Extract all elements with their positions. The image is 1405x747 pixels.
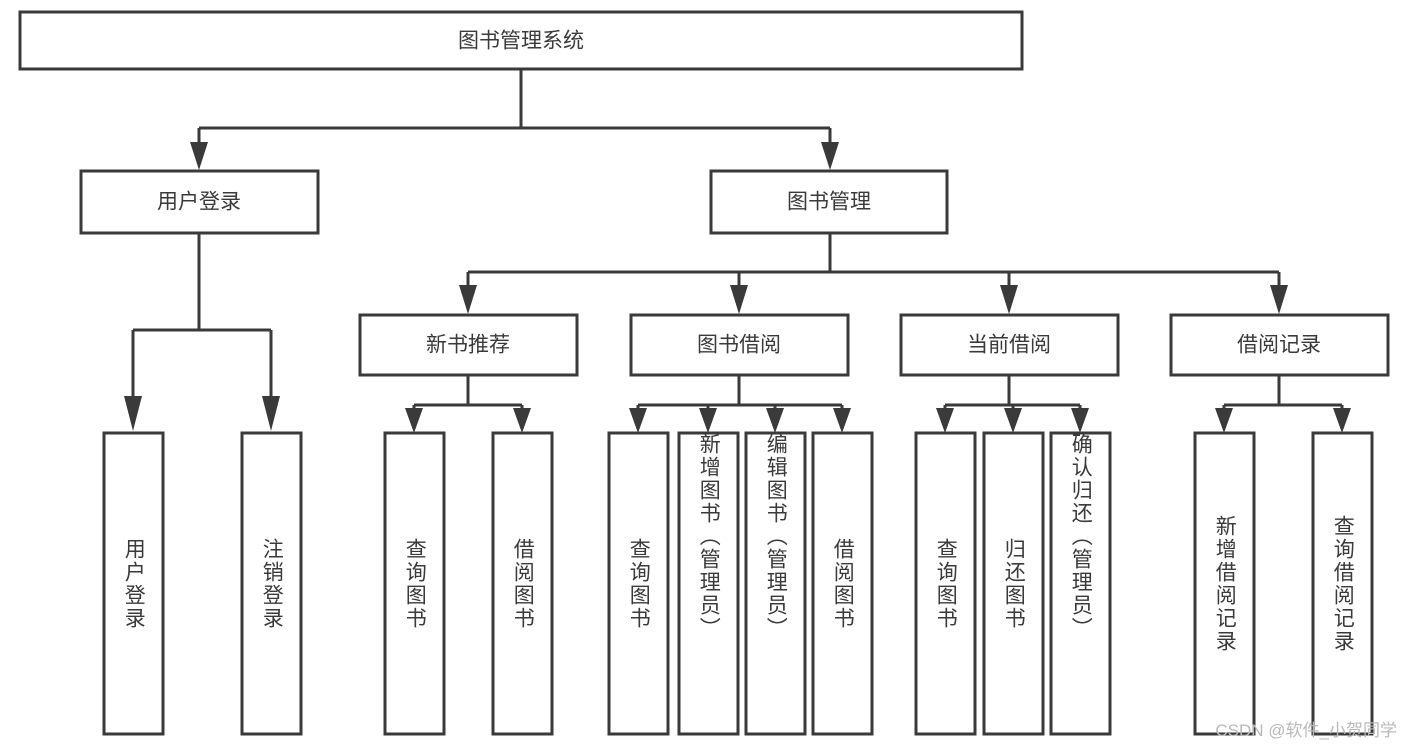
arrowhead-cb-leaf-1 — [936, 408, 954, 433]
connector-group-new-book-recommend — [405, 375, 531, 433]
node-new-book-recommend-label: 新书推荐 — [426, 334, 510, 357]
node-book-management[interactable] — [709, 169, 949, 235]
connector-group-current-borrow — [936, 375, 1089, 433]
arrowhead-leaf-logout — [262, 396, 280, 431]
leaf-box-bb-edit-book[interactable] — [744, 431, 807, 736]
node-user-login[interactable] — [79, 169, 320, 235]
arrowhead-br-leaf-1 — [1215, 408, 1233, 433]
watermark: CSDN @软件_小贺同学 — [1215, 721, 1397, 740]
leaf-box-logout[interactable] — [240, 431, 303, 736]
arrowhead-cb-leaf-2 — [1004, 408, 1022, 433]
node-book-management-label: 图书管理 — [787, 191, 871, 214]
arrowhead-book-borrow — [730, 285, 748, 314]
leaf-box-bb-borrow-book[interactable] — [811, 431, 874, 736]
arrowhead-user-login — [190, 142, 208, 170]
arrowhead-bb-leaf-2 — [699, 408, 717, 433]
leaf-box-br-query-record[interactable] — [1311, 431, 1374, 736]
leaf-box-bb-add-book[interactable] — [677, 431, 740, 736]
connector-group-book-mgmt — [459, 233, 1288, 314]
node-book-borrow-label: 图书借阅 — [697, 334, 781, 357]
node-new-book-recommend[interactable] — [358, 313, 579, 377]
arrowhead-nbr-leaf-2 — [513, 408, 531, 433]
leaf-box-cb-query-book[interactable] — [914, 431, 977, 736]
connector-group-user-login — [124, 233, 280, 431]
node-book-borrow[interactable] — [629, 313, 850, 377]
node-root-label: 图书管理系统 — [458, 30, 584, 53]
arrowhead-new-book-recommend — [459, 285, 477, 314]
arrowhead-book-mgmt — [821, 142, 839, 170]
connector-group-borrow-record — [1215, 375, 1351, 433]
arrowhead-current-borrow — [1000, 285, 1018, 314]
arrowhead-nbr-leaf-1 — [405, 408, 423, 433]
node-user-login-label: 用户登录 — [157, 191, 241, 214]
connector-group-root — [190, 69, 839, 170]
leaf-box-cb-return-book[interactable] — [982, 431, 1045, 736]
connector-group-book-borrow — [629, 375, 851, 433]
arrowhead-leaf-user-login — [124, 396, 142, 431]
node-current-borrow[interactable] — [899, 313, 1120, 377]
arrowhead-bb-leaf-4 — [833, 408, 851, 433]
node-borrow-record[interactable] — [1169, 313, 1390, 377]
arrowhead-bb-leaf-3 — [766, 408, 784, 433]
leaf-box-bb-query-book[interactable] — [607, 431, 670, 736]
arrowhead-bb-leaf-1 — [629, 408, 647, 433]
arrowhead-borrow-record — [1270, 285, 1288, 314]
leaf-box-cb-confirm-return[interactable] — [1049, 431, 1112, 736]
leaf-box-nbr-borrow-book[interactable] — [491, 431, 554, 736]
arrowhead-br-leaf-2 — [1333, 408, 1351, 433]
leaf-box-user-login[interactable] — [102, 431, 165, 736]
node-current-borrow-label: 当前借阅 — [967, 334, 1051, 357]
node-borrow-record-label: 借阅记录 — [1237, 334, 1321, 357]
node-root[interactable] — [18, 10, 1024, 71]
arrowhead-cb-leaf-3 — [1071, 408, 1089, 433]
leaf-box-nbr-query-book[interactable] — [383, 431, 446, 736]
leaf-box-br-add-record[interactable] — [1193, 431, 1256, 736]
